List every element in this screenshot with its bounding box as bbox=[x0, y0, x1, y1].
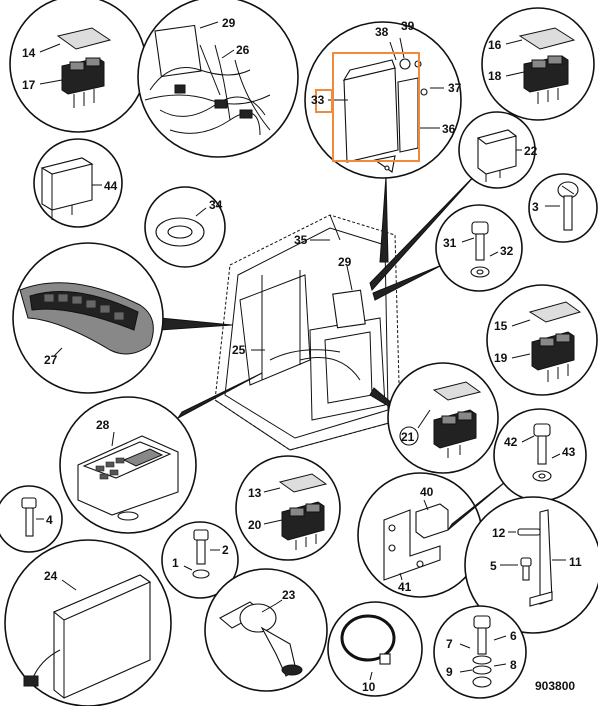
relay-44-detail: 44 bbox=[33, 138, 123, 228]
bolt-6-9-detail: 7 6 9 8 bbox=[433, 605, 527, 699]
switch-15-19-detail: 15 19 bbox=[486, 284, 598, 396]
callout-9: 9 bbox=[446, 665, 453, 679]
bracket-41 bbox=[383, 509, 441, 581]
ecu-29 bbox=[154, 24, 202, 78]
callout-25: 25 bbox=[232, 343, 246, 357]
grommet-34-detail: 34 bbox=[144, 186, 226, 268]
bolt-31-32-detail: 31 32 bbox=[435, 204, 523, 292]
callout-18: 18 bbox=[488, 69, 502, 83]
switch-cover-16 bbox=[518, 27, 576, 50]
callout-3: 3 bbox=[532, 200, 539, 214]
callout-19: 19 bbox=[494, 351, 508, 365]
switch-14-17-detail: 14 17 bbox=[9, 0, 147, 133]
callout-20: 20 bbox=[248, 518, 262, 532]
switch-cover-15 bbox=[528, 301, 582, 323]
callout-28: 28 bbox=[96, 418, 110, 432]
callout-10: 10 bbox=[362, 680, 376, 694]
ecu-box-33 bbox=[343, 67, 399, 163]
callout-12: 12 bbox=[492, 526, 506, 540]
callout-23: 23 bbox=[282, 588, 296, 602]
switch-13-20-detail: 13 20 bbox=[235, 455, 341, 561]
callout-26: 26 bbox=[236, 43, 250, 57]
ecu-33-detail: 38 39 37 36 33 bbox=[304, 19, 462, 179]
leader-lines bbox=[159, 171, 479, 421]
screw-5 bbox=[520, 557, 532, 567]
bolt-1-2-detail: 1 2 bbox=[161, 521, 239, 599]
callout-40: 40 bbox=[420, 485, 434, 499]
callout-31: 31 bbox=[443, 236, 457, 250]
callout-38: 38 bbox=[375, 25, 389, 39]
callout-11: 11 bbox=[569, 555, 582, 569]
switch-16-18-detail: 16 18 bbox=[481, 7, 595, 121]
callout-39: 39 bbox=[401, 19, 415, 33]
callout-33: 33 bbox=[311, 93, 325, 107]
callout-37: 37 bbox=[448, 81, 462, 95]
bracket-40-41-detail: 40 41 bbox=[357, 472, 511, 598]
callout-34: 34 bbox=[209, 198, 223, 212]
highlight-box-ecu bbox=[332, 52, 420, 162]
screw-3-detail: 3 bbox=[528, 173, 598, 243]
switch-cover-13 bbox=[278, 473, 328, 493]
horn-23-detail: 23 bbox=[204, 568, 328, 692]
callout-1: 1 bbox=[172, 556, 179, 570]
callout-16: 16 bbox=[488, 38, 502, 52]
screw-39 bbox=[399, 58, 411, 70]
callout-13: 13 bbox=[248, 486, 262, 500]
callout-15: 15 bbox=[494, 319, 508, 333]
callout-32: 32 bbox=[500, 244, 514, 258]
switch-21-detail: 21 bbox=[387, 362, 499, 474]
figure-reference: 903800 bbox=[535, 679, 575, 693]
switch-cover-14 bbox=[56, 27, 112, 50]
callout-6: 6 bbox=[510, 629, 517, 643]
bolt-42-43-detail: 42 43 bbox=[493, 408, 587, 502]
callout-4: 4 bbox=[46, 513, 53, 527]
callout-41: 41 bbox=[398, 580, 412, 594]
callout-29b: 29 bbox=[338, 255, 352, 269]
cab-illustration bbox=[214, 214, 401, 451]
callout-24: 24 bbox=[44, 569, 58, 583]
callout-36: 36 bbox=[442, 122, 456, 136]
screw-4-detail: 4 bbox=[0, 485, 63, 553]
callout-43: 43 bbox=[562, 445, 576, 459]
ecu-bracket-36 bbox=[397, 77, 419, 153]
cable-tie-10-detail: 10 bbox=[327, 601, 423, 697]
ecu-29-in-cab bbox=[332, 289, 366, 329]
callout-21: 21 bbox=[401, 430, 415, 444]
callout-2: 2 bbox=[222, 543, 229, 557]
callout-14: 14 bbox=[22, 46, 36, 60]
callout-42: 42 bbox=[504, 435, 518, 449]
display-28-detail: 28 bbox=[59, 396, 197, 534]
ecu-24-detail: 24 bbox=[4, 539, 172, 706]
callout-29: 29 bbox=[222, 16, 236, 30]
callout-44: 44 bbox=[104, 179, 118, 193]
callout-17: 17 bbox=[22, 78, 36, 92]
relay-22-detail: 22 bbox=[458, 111, 538, 189]
lightbar-27-detail: 27 bbox=[12, 242, 164, 394]
bracket-5-11-12-detail: 12 5 11 bbox=[464, 496, 598, 634]
harness-26-29-detail: 29 26 bbox=[137, 0, 299, 158]
callout-35: 35 bbox=[294, 233, 308, 247]
callout-5: 5 bbox=[490, 559, 497, 573]
callout-27: 27 bbox=[44, 353, 58, 367]
callout-8: 8 bbox=[510, 658, 517, 672]
callout-22: 22 bbox=[524, 144, 538, 158]
callout-7: 7 bbox=[446, 637, 453, 651]
bolt-12 bbox=[517, 528, 541, 536]
